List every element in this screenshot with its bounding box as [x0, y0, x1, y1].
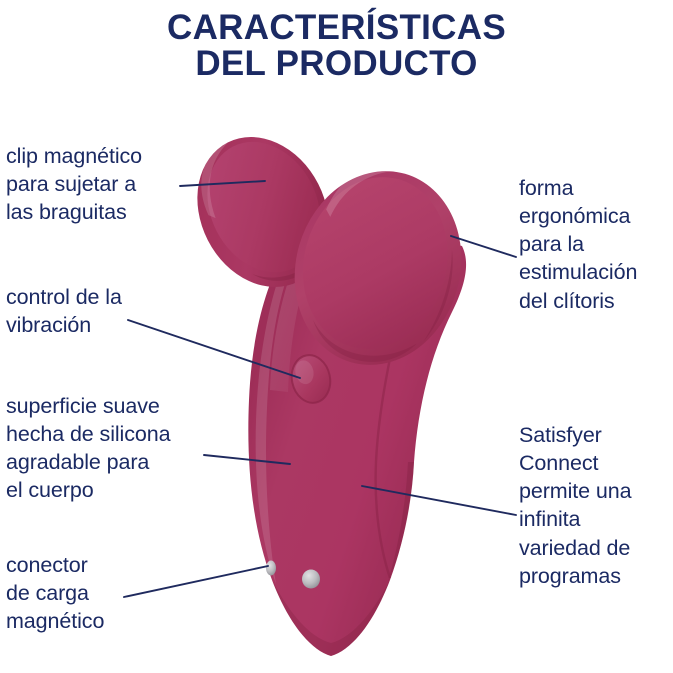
- leader-line-connect: [361, 485, 517, 516]
- callout-control-line-2: vibración: [6, 313, 92, 338]
- callout-superficie-silicona: superficie suave hecha de silicona agrad…: [6, 392, 171, 505]
- page-title: CARACTERÍSTICAS DEL PRODUCTO: [0, 8, 673, 84]
- page-title-line-1: CARACTERÍSTICAS: [167, 8, 506, 47]
- callout-ergonomic-line-5: del clítoris: [519, 288, 615, 313]
- callout-satisfyer-connect: Satisfyer Connect permite una infinita v…: [519, 421, 632, 590]
- callout-connect-line-4: infinita: [519, 507, 581, 532]
- leader-line-ergonomic: [450, 235, 517, 258]
- callout-connect-line-6: programas: [519, 563, 621, 588]
- callout-clip-line-3: las braguitas: [6, 200, 127, 225]
- callout-forma-ergonomica: forma ergonómica para la estimulación de…: [519, 174, 637, 315]
- callout-surface-line-1: superficie suave: [6, 394, 160, 418]
- body-right-shadow: [388, 462, 414, 582]
- lobe-highlight: [326, 163, 415, 217]
- charging-contact-small: [266, 560, 276, 576]
- callout-control-line-1: control de la: [6, 285, 122, 309]
- clip-highlight: [201, 142, 229, 219]
- body-left-highlight: [255, 252, 296, 584]
- callout-clip-line-2: para sujetar a: [6, 172, 137, 197]
- callout-connect-line-3: permite una: [519, 479, 632, 504]
- callout-surface-line-3: agradable para: [6, 450, 150, 475]
- leader-line-clip: [179, 180, 266, 187]
- callout-surface-line-4: el cuerpo: [6, 478, 94, 503]
- callout-surface-line-2: hecha de silicona: [6, 422, 171, 447]
- callout-clip-line-1: clip magnético: [6, 144, 143, 168]
- charging-contacts: [266, 560, 320, 589]
- clitoral-stimulator-lobe: [294, 163, 462, 365]
- callout-ergonomic-line-1: forma: [519, 176, 574, 200]
- lobe-rim-shadow: [423, 249, 453, 342]
- magnetic-clip: [197, 137, 329, 287]
- callout-connect-line-1: Satisfyer: [519, 423, 602, 447]
- body-tip-shadow: [272, 580, 390, 656]
- callout-ergonomic-line-2: ergonómica: [519, 204, 631, 229]
- callout-connect-line-5: variedad de: [519, 535, 631, 560]
- clip-face: [207, 141, 321, 273]
- charging-contact-large: [302, 569, 320, 589]
- callout-ergonomic-line-3: para la: [519, 232, 585, 257]
- callout-connect-line-2: Connect: [519, 451, 599, 476]
- leader-lines: [123, 180, 517, 598]
- callout-conector-carga: conector de carga magnético: [6, 551, 104, 635]
- callout-charger-line-2: de carga: [6, 581, 89, 606]
- callout-charger-line-1: conector: [6, 553, 88, 577]
- lobe-face: [302, 177, 448, 349]
- callout-charger-line-3: magnético: [6, 609, 105, 634]
- callout-ergonomic-line-4: estimulación: [519, 260, 638, 285]
- callout-control-vibracion: control de la vibración: [6, 283, 122, 339]
- callout-clip-magnetico: clip magnético para sujetar a las bragui…: [6, 142, 142, 226]
- leader-line-control: [127, 319, 301, 379]
- button-surface[interactable]: [287, 352, 334, 407]
- lobe-bottom-shadow: [313, 320, 417, 362]
- control-button[interactable]: [287, 352, 334, 407]
- leader-line-charger: [123, 565, 269, 598]
- page-title-line-2: DEL PRODUCTO: [195, 44, 478, 84]
- button-outline: [290, 354, 332, 404]
- clip-bottom-shadow: [251, 243, 325, 281]
- leader-line-surface: [203, 454, 291, 465]
